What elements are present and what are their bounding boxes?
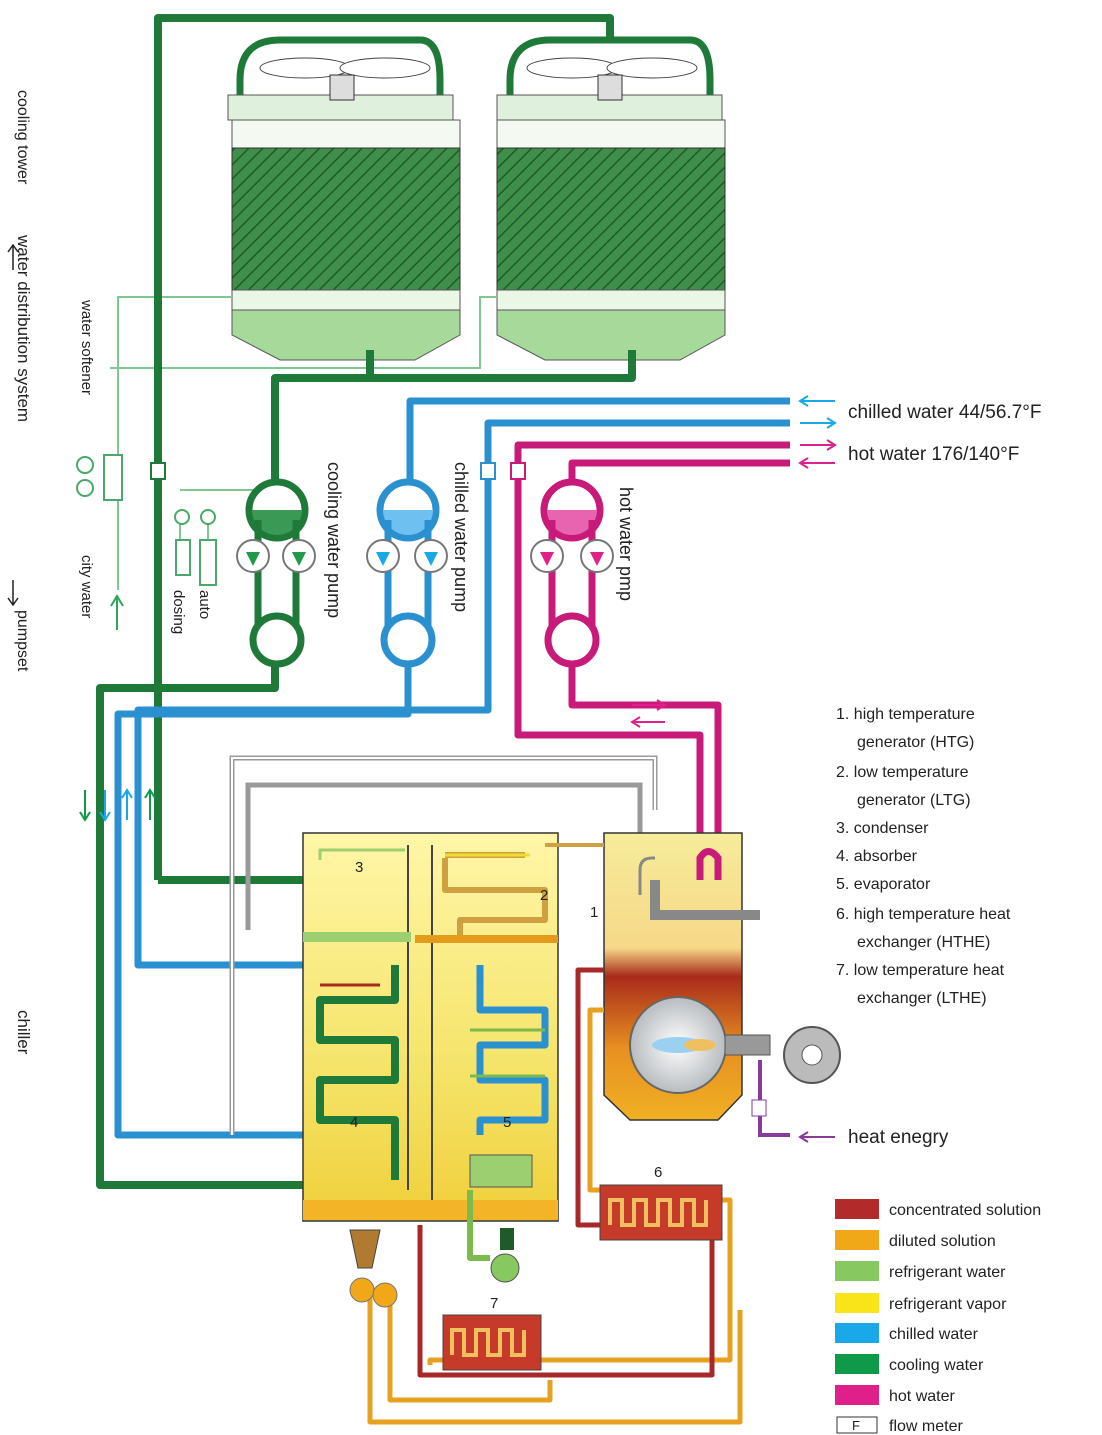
cooling-tower-left [227,36,461,361]
component-line: 4. absorber [836,848,918,865]
component-line: exchanger (HTHE) [857,934,990,951]
legend-label: refrigerant water [889,1264,1006,1281]
coils [316,848,549,1180]
legend-swatch-chilled-water [835,1323,879,1343]
component-line: generator (LTG) [857,792,971,809]
cooling-water-pump [236,478,316,668]
legend-label: hot water [889,1388,955,1405]
component-line: 5. evaporator [836,876,931,893]
legend-swatch-refrigerant-vapor [835,1293,879,1313]
label-hot-water-pump: hot water pmp [616,487,636,601]
legend-swatch-diluted [835,1230,879,1250]
label-water-softener: water softener [78,299,95,395]
num-5: 5 [503,1114,511,1131]
lthe-heat-exchanger [442,1314,542,1371]
legend-swatch-concentrated [835,1199,879,1219]
left-side-labels: cooling tower water distribution system … [14,90,33,672]
label-city-water: city water [78,555,95,618]
flow-meters [150,462,526,480]
label-cooling-water-pump: cooling water pump [324,462,344,618]
label-heat-energy: heat enegry [848,1127,949,1148]
flow-meter-gas [751,1099,767,1117]
legend-label: refrigerant vapor [889,1296,1007,1313]
solution-pumps [349,1228,520,1308]
cooling-tower-right [496,36,726,361]
label-dosing: dosing [170,590,187,634]
main-shell [302,832,559,1222]
num-2: 2 [540,887,548,904]
legend-label: diluted solution [889,1233,996,1250]
chilled-water-pump [366,478,448,668]
side-arrows [7,243,19,607]
legend-label: cooling water [889,1357,984,1374]
heat-energy-line [758,1060,790,1137]
legend-label: concentrated solution [889,1202,1041,1219]
num-4: 4 [350,1114,358,1131]
legend: concentrated solution diluted solution r… [835,1199,1041,1435]
component-line: 3. condenser [836,820,929,837]
num-6: 6 [654,1164,662,1181]
legend-swatch-flow-meter [836,1416,878,1434]
label-chiller: chiller [14,1010,33,1055]
component-line: exchanger (LTHE) [857,990,987,1007]
num-7: 7 [490,1295,498,1312]
legend-label: chilled water [889,1326,979,1343]
component-line: 7. low temperature heat [836,962,1005,979]
auto-dosing-unit [174,509,217,586]
component-line: 1. high temperature [836,706,975,723]
label-pumpset: pumpset [14,610,31,672]
high-temperature-generator [603,832,841,1121]
label-chilled-water-flow: chilled water 44/56.7°F [848,402,1041,423]
hot-water-pump [530,478,614,668]
label-cooling-tower: cooling tower [14,90,31,185]
flow-arrows [79,395,837,1143]
water-softener-unit [76,454,123,501]
component-line: generator (HTG) [857,734,974,751]
legend-swatch-refrigerant-water [835,1261,879,1281]
label-hot-water-flow: hot water 176/140°F [848,444,1019,465]
legend-label: flow meter [889,1418,963,1435]
num-1: 1 [590,904,598,921]
city-water-arrow [110,594,124,630]
label-water-distribution: water distribution system [14,234,33,422]
component-line: 6. high temperature heat [836,906,1011,923]
label-auto: auto [196,590,213,619]
hthe-heat-exchanger [599,1184,723,1241]
legend-flow-meter-symbol: F [852,1418,860,1433]
legend-swatch-hot-water [835,1385,879,1405]
label-chilled-water-pump: chilled water pump [451,462,471,612]
component-list: 1. high temperature generator (HTG) 2. l… [836,706,1011,1007]
legend-swatch-cooling-water [835,1354,879,1374]
component-line: 2. low temperature [836,764,969,781]
num-3: 3 [355,859,363,876]
